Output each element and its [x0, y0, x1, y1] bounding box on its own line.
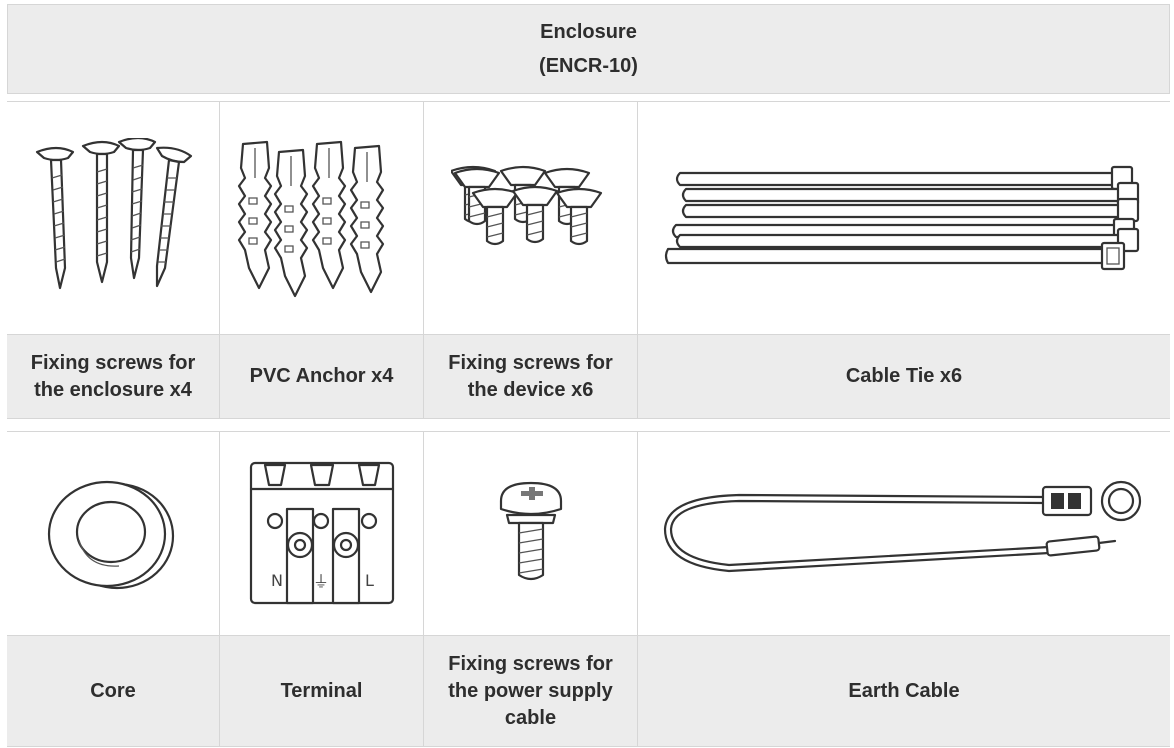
device-screws-image-cell — [423, 102, 637, 334]
device-screws-label: Fixing screws for the device x6 — [423, 335, 637, 418]
wood-screw-icon — [35, 138, 193, 290]
cable-tie-image-cell — [637, 102, 1170, 334]
enclosure-screws-image-cell — [7, 102, 219, 334]
core-image-cell — [7, 432, 219, 635]
header-model: (ENCR-10) — [539, 55, 638, 77]
terminal-block-icon: N ⏚ L — [249, 461, 394, 604]
countersunk-screw-icon — [450, 165, 602, 246]
cable-tie-icon — [664, 165, 1140, 271]
earth-cable-image-cell — [637, 432, 1170, 635]
earth-cable-icon — [663, 480, 1142, 572]
terminal-label: Terminal — [219, 636, 423, 746]
power-supply-screw-label: Fixing screws for the power supply cable — [423, 636, 637, 746]
enclosure-screws-label: Fixing screws for the enclosure x4 — [30, 351, 196, 401]
core-label: Core — [90, 679, 136, 702]
power-supply-screw-image-cell — [423, 432, 637, 635]
cable-tie-label: Cable Tie x6 — [637, 335, 1170, 418]
accessory-table-row-2: N ⏚ L — [7, 431, 1170, 747]
accessory-table-row-1: Fixing screws for the enclosure x4 PVC A… — [7, 101, 1170, 419]
terminal-image-cell: N ⏚ L — [219, 432, 423, 635]
terminal-marking-earth: ⏚ — [313, 572, 329, 591]
enclosure-header: Enclosure (ENCR-10) — [7, 4, 1170, 94]
terminal-marking-n: N — [271, 571, 283, 590]
pvc-anchor-label: PVC Anchor x4 — [219, 335, 423, 418]
ferrite-core-icon — [47, 480, 175, 589]
pvc-anchor-image-cell — [219, 102, 423, 334]
header-title: Enclosure — [540, 21, 637, 43]
wall-anchor-icon — [237, 140, 384, 298]
pan-head-screw-icon — [499, 481, 562, 580]
earth-cable-label: Earth Cable — [637, 636, 1170, 746]
terminal-marking-l: L — [365, 571, 374, 590]
